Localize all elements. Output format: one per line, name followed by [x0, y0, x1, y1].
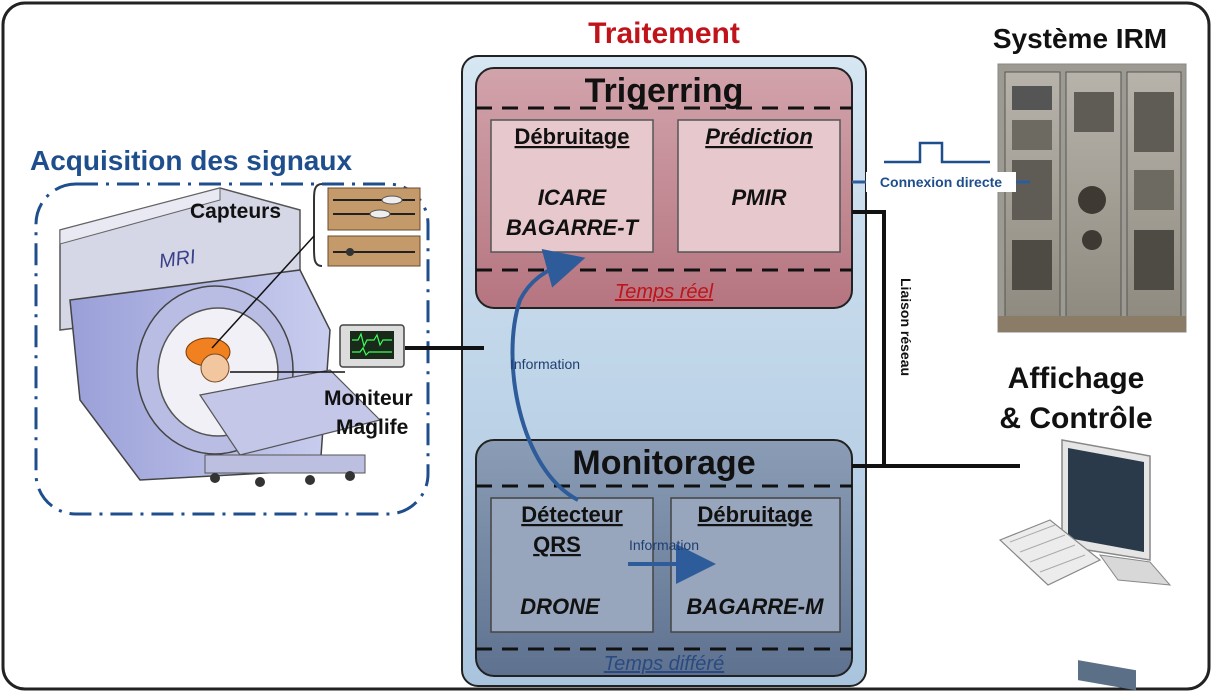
monitor-label-line1: Moniteur	[324, 387, 413, 410]
sensors-bracket	[313, 183, 323, 267]
monitor-label-line2: Maglife	[336, 416, 408, 439]
sensors-illustration	[327, 187, 421, 267]
mri-machine-illustration: MRI	[59, 187, 382, 487]
monitoring-detector-line1: DRONE	[520, 594, 601, 619]
mri-system-illustration	[997, 63, 1187, 333]
computer-illustration	[998, 439, 1172, 691]
network-link-label: Liaison réseau	[898, 278, 914, 376]
feedback-arrow-label: Information	[510, 356, 580, 372]
triggering-denoising-line2: BAGARRE-T	[506, 215, 640, 240]
acquisition-title: Acquisition des signaux	[30, 145, 352, 176]
mri-logo: MRI	[158, 246, 198, 273]
direct-connection-label: Connexion directe	[880, 174, 1002, 190]
triggering-denoising-box: Débruitage ICARE BAGARRE-T	[490, 119, 654, 253]
sensors-pointer-line	[211, 235, 315, 349]
patient-monitor-illustration	[339, 324, 405, 368]
mri-system-title: Système IRM	[993, 23, 1167, 54]
monitoring-footer: Temps différé	[604, 653, 724, 675]
triggering-prediction-line1: PMIR	[732, 185, 787, 210]
triggering-title: Trigerring	[585, 72, 744, 110]
sensors-label: Capteurs	[190, 200, 281, 223]
triggering-prediction-title: Prédiction	[705, 124, 813, 149]
feedback-arrow	[510, 249, 586, 502]
monitoring-detector-title2: QRS	[533, 532, 581, 557]
direct-connection-bg	[866, 172, 1016, 192]
display-line1: Affichage	[1008, 362, 1145, 395]
triggering-prediction-box: Prédiction PMIR	[677, 119, 841, 253]
monitoring-denoising-line1: BAGARRE-M	[687, 594, 825, 619]
triggering-footer: Temps réel	[615, 281, 714, 303]
triggering-denoising-title: Débruitage	[515, 124, 630, 149]
monitoring-title: Monitorage	[572, 444, 755, 482]
display-line2: & Contrôle	[999, 402, 1152, 435]
triggering-denoising-line1: ICARE	[538, 185, 608, 210]
page-title: Traitement	[588, 17, 740, 50]
monitoring-info-label: Information	[629, 537, 699, 553]
pulse-signal-icon	[884, 141, 990, 164]
monitoring-detector-title1: Détecteur	[521, 502, 623, 527]
monitoring-denoising-title: Débruitage	[698, 502, 813, 527]
